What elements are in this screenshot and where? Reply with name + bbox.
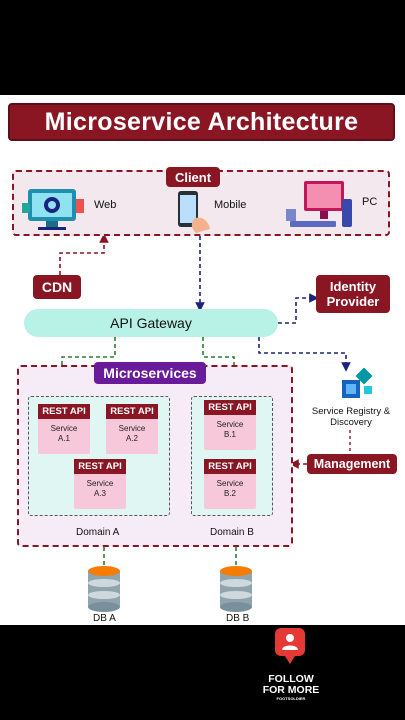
service-id: B.2 (223, 489, 236, 498)
identity-provider-line2: Provider (326, 294, 380, 309)
identity-provider-line1: Identity (329, 279, 377, 294)
follow-badge-icon[interactable] (273, 628, 307, 666)
service-name: Service (50, 424, 78, 433)
client-pc-label: PC (362, 196, 378, 208)
service-id: B.1 (223, 430, 236, 439)
rest-api-label: REST API (204, 400, 256, 415)
rest-api-label: REST API (204, 459, 256, 474)
diagram-canvas: Microservice Architecture Client Web Mob… (0, 95, 405, 625)
client-badge: Client (166, 167, 220, 187)
microservices-badge: Microservices (94, 362, 206, 384)
web-monitor-icon (22, 189, 84, 230)
database-a-icon (88, 566, 120, 612)
rest-api-label: REST API (106, 404, 158, 419)
identity-provider-badge: Identity Provider (316, 275, 390, 313)
rest-api-label: REST API (38, 404, 90, 419)
service-id: A.1 (57, 434, 70, 443)
follow-brand: FOOTSOLDIER (276, 696, 306, 701)
service-name: Service (86, 479, 114, 488)
domain-a-label: Domain A (76, 527, 120, 538)
desktop-pc-icon (286, 181, 352, 227)
api-gateway: API Gateway (24, 309, 278, 337)
connector-layer (57, 233, 351, 569)
database-b-icon (220, 566, 252, 612)
database-a-label: DB A (93, 613, 116, 624)
service-id: A.3 (93, 489, 106, 498)
service-registry-line1: Service Registry & (311, 406, 391, 417)
follow-line2: FOR MORE (262, 684, 320, 696)
service-registry-icon (342, 368, 373, 398)
management-badge: Management (307, 454, 397, 474)
cdn-badge: CDN (33, 275, 81, 299)
follow-line1: FOLLOW (268, 673, 314, 685)
title-banner: Microservice Architecture (8, 103, 395, 141)
service-name: Service (216, 420, 244, 429)
page-title: Microservice Architecture (44, 107, 359, 136)
gateway-to-domain-b-arrow (202, 337, 239, 397)
gateway-to-domain-a-arrow (57, 337, 116, 397)
client-mobile-label: Mobile (214, 199, 247, 211)
client-web-label: Web (94, 199, 117, 211)
gateway-to-registry-arrow (258, 337, 351, 372)
cdn-to-client-arrow (59, 233, 109, 275)
service-registry-label: Service Registry & Discovery (306, 406, 396, 428)
service-name: Service (118, 424, 146, 433)
rest-api-label: REST API (74, 459, 126, 474)
gateway-to-identity-arrow (278, 293, 319, 324)
domain-b-label: Domain B (210, 527, 254, 538)
database-b-label: DB B (226, 613, 250, 624)
mobile-phone-icon (178, 191, 210, 233)
service-registry-line2: Discovery (330, 417, 372, 428)
service-name: Service (216, 479, 244, 488)
follow-text[interactable]: FOLLOW FOR MORE FOOTSOLDIER (258, 673, 324, 702)
service-id: A.2 (125, 434, 138, 443)
